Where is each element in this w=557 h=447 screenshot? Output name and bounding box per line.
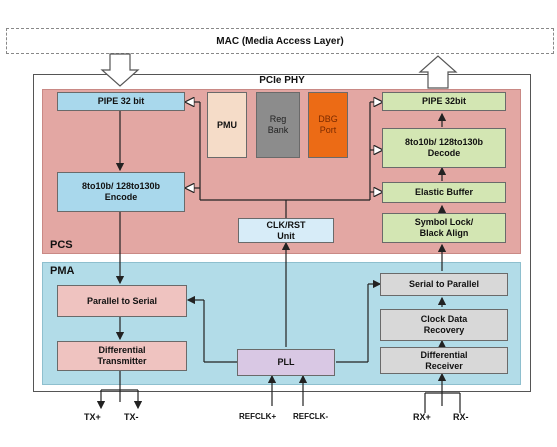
symbol-lock-block: Symbol Lock/ Black Align: [382, 213, 506, 243]
reg-bank-label: Reg Bank: [267, 114, 289, 135]
elastic-buffer-label: Elastic Buffer: [414, 187, 474, 197]
refclk-minus-pin: REFCLK-: [293, 412, 329, 421]
reg-bank-block: Reg Bank: [256, 92, 300, 158]
differential-transmitter-label: Differential Transmitter: [97, 345, 147, 366]
dbg-port-label: DBG Port: [318, 114, 338, 135]
mac-layer: MAC (Media Access Layer): [6, 28, 554, 54]
pma-label: PMA: [50, 265, 75, 277]
pll-label: PLL: [277, 357, 295, 367]
pll-block: PLL: [237, 349, 335, 376]
pipe-rx-label: PIPE 32bit: [421, 96, 466, 106]
pcs-label: PCS: [50, 239, 73, 251]
clk-rst-label: CLK/RST Unit: [266, 219, 306, 241]
serial-to-parallel-label: Serial to Parallel: [408, 279, 480, 289]
differential-receiver-label: Differential Receiver: [420, 349, 468, 371]
tx-minus-pin: TX-: [124, 412, 139, 422]
encode-block: 8to10b/ 128to130b Encode: [57, 172, 185, 212]
pmu-block: PMU: [207, 92, 247, 158]
pipe-tx-block: PIPE 32 bit: [57, 92, 185, 111]
rx-minus-pin: RX-: [453, 412, 469, 422]
pipe-tx-label: PIPE 32 bit: [97, 96, 145, 106]
elastic-buffer-block: Elastic Buffer: [382, 182, 506, 203]
serial-to-parallel-block: Serial to Parallel: [380, 273, 508, 296]
parallel-to-serial-block: Parallel to Serial: [57, 285, 187, 317]
decode-label: 8to10b/ 128to130b Decode: [404, 137, 484, 158]
parallel-to-serial-label: Parallel to Serial: [86, 295, 158, 306]
phy-title: PCIe PHY: [259, 75, 305, 86]
encode-label: 8to10b/ 128to130b Encode: [81, 181, 161, 202]
differential-transmitter-block: Differential Transmitter: [57, 341, 187, 371]
pmu-label: PMU: [217, 119, 237, 130]
phy-to-mac-arrow: [418, 55, 458, 89]
mac-to-phy-arrow: [100, 53, 140, 87]
differential-receiver-block: Differential Receiver: [380, 347, 508, 374]
clock-data-recovery-label: Clock Data Recovery: [420, 314, 468, 335]
pipe-rx-block: PIPE 32bit: [382, 92, 506, 111]
symbol-lock-label: Symbol Lock/ Black Align: [414, 217, 474, 238]
clk-rst-block: CLK/RST Unit: [238, 218, 334, 243]
mac-label: MAC (Media Access Layer): [216, 35, 344, 47]
rx-plus-pin: RX+: [413, 412, 431, 422]
decode-block: 8to10b/ 128to130b Decode: [382, 128, 506, 168]
clock-data-recovery-block: Clock Data Recovery: [380, 309, 508, 341]
tx-plus-pin: TX+: [84, 412, 101, 422]
dbg-port-block: DBG Port: [308, 92, 348, 158]
refclk-plus-pin: REFCLK+: [239, 412, 277, 421]
